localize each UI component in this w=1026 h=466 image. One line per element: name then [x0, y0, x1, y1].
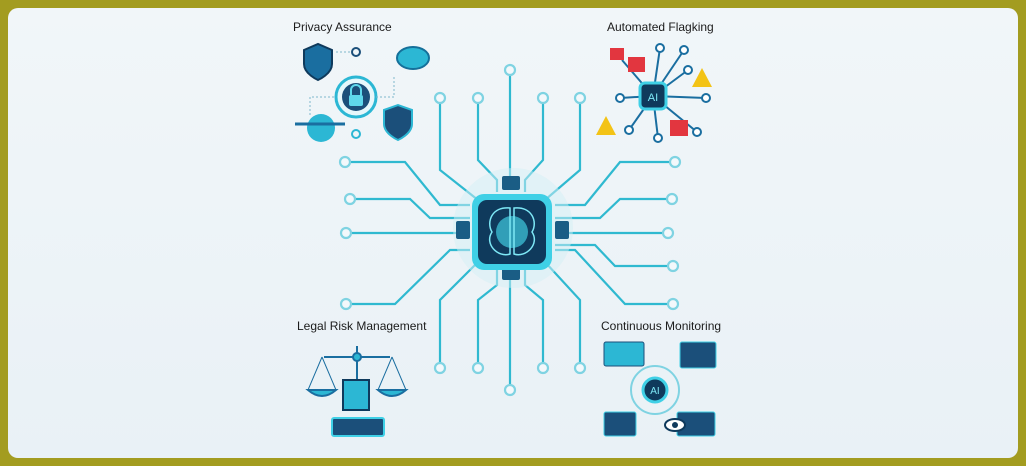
- brain-chip-icon: [453, 168, 573, 288]
- ai-monitor-label: AI: [650, 386, 659, 397]
- circuit-endpoints: [338, 63, 682, 397]
- ai-flagging-alert-icon: AI: [596, 43, 712, 143]
- ai-chip-label: AI: [648, 92, 658, 104]
- feature-label-privacy-assurance: Privacy Assurance: [293, 20, 392, 34]
- feature-label-continuous-monitoring: Continuous Monitoring: [601, 319, 722, 333]
- feature-label-automated-flagging: Automated Flagking: [607, 20, 714, 34]
- legal-scales-icon: [305, 346, 409, 437]
- circuit-diagram: AI AI: [295, 42, 717, 437]
- feature-label-legal-risk-management: Legal Risk Management: [297, 319, 427, 333]
- diagram-panel: AI AI Privacy Assurance Automated Flagki…: [8, 8, 1018, 458]
- privacy-shield-lock-icon: [295, 42, 430, 142]
- ai-monitoring-dashboard-icon: AI: [603, 341, 717, 437]
